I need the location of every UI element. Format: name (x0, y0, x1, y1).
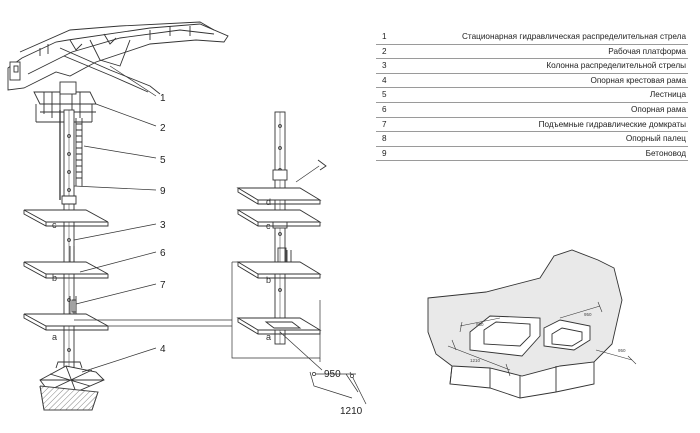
level-label-left-a: a (52, 332, 57, 342)
hole-dimension-leaders (279, 331, 367, 405)
boom-column-right (272, 111, 292, 345)
callout-5: 5 (160, 155, 166, 166)
support-frame-right-b (236, 261, 322, 279)
legend-number: 3 (382, 61, 387, 71)
support-frame-right-c (236, 209, 322, 227)
legend-number: 5 (382, 90, 387, 100)
legend-description: Рабочая платформа (608, 46, 686, 56)
detail-dimension-outer-b: 950 (618, 348, 626, 353)
detail-dimension-inner-a: 950 (476, 322, 484, 327)
legend-row: 1 Стационарная гидравлическая распределит… (376, 30, 688, 45)
level-label-right-a: a (266, 332, 271, 342)
legend-number: 4 (382, 75, 387, 85)
support-frame-left-c (23, 209, 109, 227)
level-label-right-d: d (266, 197, 271, 207)
legend-row: 9 Бетоновод (376, 147, 688, 162)
legend-row: 5 Лестница (376, 88, 688, 103)
legend-number: 2 (382, 46, 387, 56)
ladder (75, 118, 83, 186)
callout-4: 4 (160, 344, 166, 355)
working-platform (33, 81, 97, 123)
connector-lines (74, 261, 321, 362)
legend-description: Лестница (649, 90, 686, 100)
legend-row: 6 Опорная рама (376, 103, 688, 118)
support-frame-right-d (236, 159, 327, 205)
legend-description: Опорный палец (625, 134, 686, 144)
legend-description: Опорная рама (631, 104, 686, 114)
legend-row: 8 Опорный палец (376, 132, 688, 147)
callout-9: 9 (160, 186, 166, 197)
legend-number: 6 (382, 104, 387, 114)
distribution-boom (7, 21, 229, 95)
legend-number: 1 (382, 32, 387, 41)
level-label-left-b: b (52, 273, 57, 283)
level-label-left-c: c (52, 220, 57, 230)
callout-1: 1 (160, 93, 166, 104)
detail-dimension-inner-b: 1210 (470, 358, 481, 363)
legend-number: 9 (382, 148, 387, 158)
level-label-right-c: c (266, 221, 271, 231)
boom-column-left (61, 109, 77, 373)
cross-base-frame (39, 361, 105, 411)
legend-description: Опорная крестовая рама (590, 75, 687, 85)
hole-length-dimension: 1210 (340, 406, 363, 417)
hole-width-dimension: 950 (324, 369, 341, 380)
callout-2: 2 (160, 123, 166, 134)
legend-description: Колонна распределительной стрелы (546, 61, 686, 71)
level-label-right-b: b (266, 275, 271, 285)
legend-number: 7 (382, 119, 387, 129)
foundation-detail (427, 249, 637, 399)
callout-leaders (73, 65, 157, 373)
legend-description: Подъемные гидравлические домкраты (538, 119, 686, 129)
legend-row: 2 Рабочая платформа (376, 45, 688, 60)
legend-description: Стационарная гидравлическая распределите… (462, 32, 686, 41)
legend-number: 8 (382, 134, 387, 144)
callout-3: 3 (160, 220, 166, 231)
callout-7: 7 (160, 280, 166, 291)
legend-row: 7 Подъемные гидравлические домкраты (376, 118, 688, 133)
detail-dimension-outer-a: 950 (584, 312, 592, 317)
callout-6: 6 (160, 248, 166, 259)
legend-row: 3 Колонна распределительной стрелы (376, 59, 688, 74)
legend-description: Бетоновод (645, 148, 686, 158)
legend-table: 1 Стационарная гидравлическая распределит… (376, 30, 688, 162)
legend-row: 4 Опорная крестовая рама (376, 74, 688, 89)
support-frame-left-b (23, 246, 109, 279)
